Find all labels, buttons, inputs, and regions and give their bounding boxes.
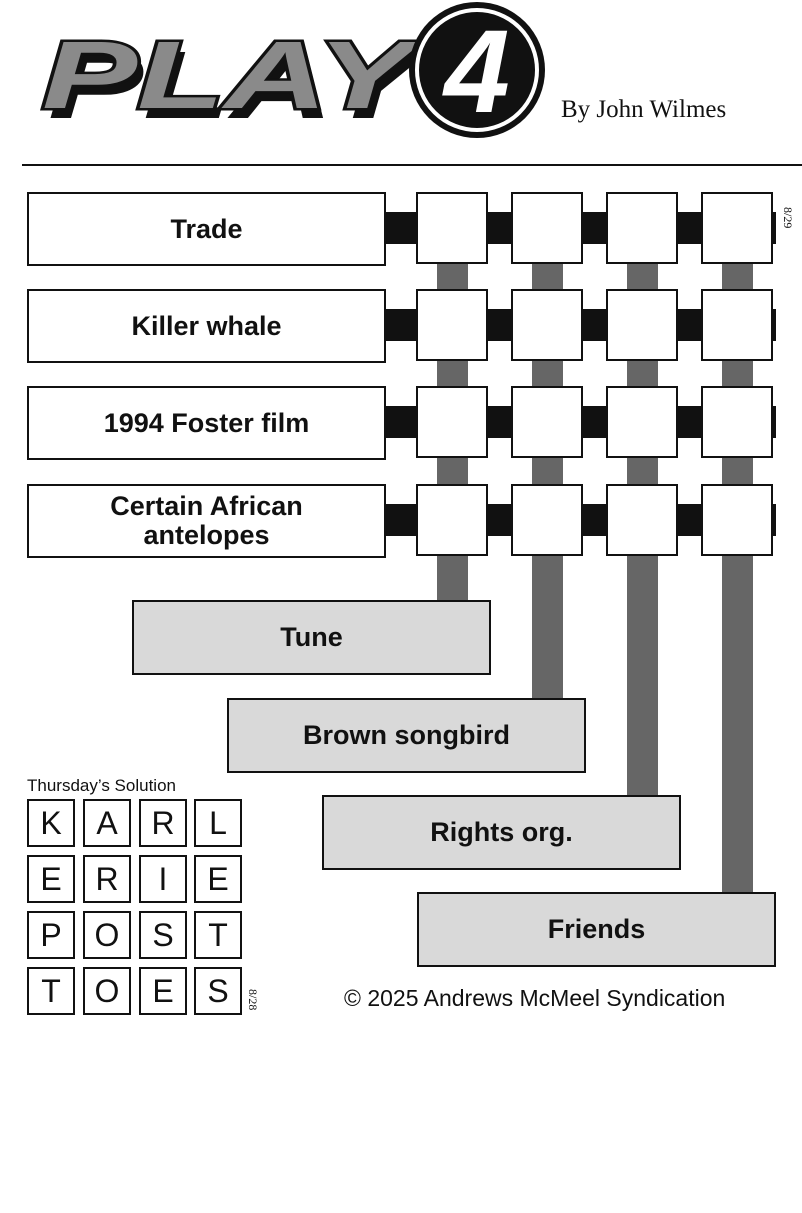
grid-cell-r3c1[interactable] [416,386,488,458]
solution-cell-r1c2: A [83,799,131,847]
solution-cell-r4c2: O [83,967,131,1015]
solution-cell-r4c1: T [27,967,75,1015]
grid-cell-r2c1[interactable] [416,289,488,361]
grid-cell-r1c3[interactable] [606,192,678,264]
grid-cell-r4c3[interactable] [606,484,678,556]
grid-cell-r4c2[interactable] [511,484,583,556]
across-clue-2: Killer whale [27,289,386,363]
across-clue-3: 1994 Foster film [27,386,386,460]
solution-cell-r4c3: E [139,967,187,1015]
solution-cell-r3c2: O [83,911,131,959]
grid-cell-r3c4[interactable] [701,386,773,458]
grid-cell-r2c4[interactable] [701,289,773,361]
puzzle-date-tag: 8/29 [781,207,795,229]
grid-cell-r1c1[interactable] [416,192,488,264]
header-divider [22,164,802,166]
grid-cell-r1c2[interactable] [511,192,583,264]
solution-cell-r1c4: L [194,799,242,847]
down-clue-3: Rights org. [322,795,681,870]
logo-circle-ring [415,8,539,132]
logo-circle [409,2,545,138]
logo-digit: 4 [442,6,510,138]
grid-cell-r4c4[interactable] [701,484,773,556]
logo-text: PLAY [42,22,424,129]
play4-logo: PLAY PLAY 4 [40,2,545,139]
solution-cell-r4c4: S [194,967,242,1015]
solution-title: Thursday’s Solution [27,776,176,795]
solution-cell-r2c2: R [83,855,131,903]
solution-cell-r1c3: R [139,799,187,847]
solution-cell-r2c3: I [139,855,187,903]
grid-cell-r3c2[interactable] [511,386,583,458]
down-clue-2: Brown songbird [227,698,586,773]
across-clue-4: Certain African antelopes [27,484,386,558]
solution-cell-r2c4: E [194,855,242,903]
grid-cell-r1c4[interactable] [701,192,773,264]
grid-cell-r2c2[interactable] [511,289,583,361]
grid-cell-r4c1[interactable] [416,484,488,556]
grid-cell-r3c3[interactable] [606,386,678,458]
grid-cell-r2c3[interactable] [606,289,678,361]
down-clue-4: Friends [417,892,776,967]
solution-cell-r1c1: K [27,799,75,847]
solution-cell-r3c4: T [194,911,242,959]
solution-cell-r2c1: E [27,855,75,903]
down-connector-4 [722,262,753,894]
solution-cell-r3c3: S [139,911,187,959]
solution-date-tag: 8/28 [246,989,260,1011]
copyright: © 2025 Andrews McMeel Syndication [344,985,726,1011]
solution-cell-r3c1: P [27,911,75,959]
across-clue-1: Trade [27,192,386,266]
down-clue-1: Tune [132,600,491,675]
byline: By John Wilmes [561,96,727,123]
logo-text-shadow: PLAY [48,32,430,139]
